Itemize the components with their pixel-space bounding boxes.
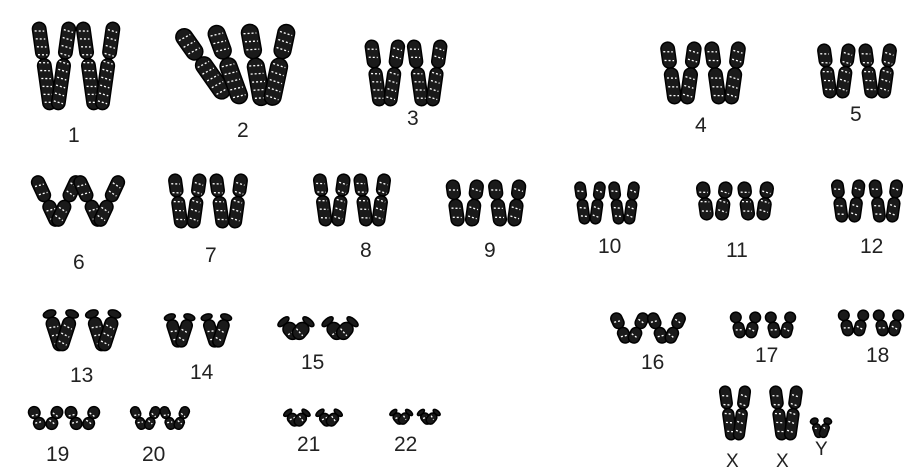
chromosome-pair-22-glyph bbox=[385, 408, 445, 428]
sex-chromosome-x-1-glyph bbox=[718, 384, 752, 442]
chromosome-pair-22 bbox=[385, 408, 445, 428]
chromosome-pair-11 bbox=[690, 180, 780, 222]
chromosome-label-9: 9 bbox=[484, 240, 496, 261]
chromosome-pair-15 bbox=[270, 316, 366, 344]
chromosome-label-1: 1 bbox=[68, 125, 80, 146]
chromosome-pair-21-glyph bbox=[278, 408, 348, 430]
chromosome-label-17: 17 bbox=[755, 345, 778, 366]
chromosome-pair-11-glyph bbox=[690, 180, 780, 222]
chromosome-pair-10 bbox=[570, 180, 644, 226]
chromosome-label-5: 5 bbox=[850, 104, 862, 125]
chromosome-pair-18 bbox=[833, 308, 909, 338]
chromosome-label-18: 18 bbox=[866, 345, 889, 366]
chromosome-pair-3-glyph bbox=[360, 38, 452, 108]
chromosome-pair-14 bbox=[158, 312, 238, 350]
chromosome-label-2: 2 bbox=[237, 120, 249, 141]
chromosome-label-15: 15 bbox=[301, 352, 324, 373]
chromosome-pair-18-glyph bbox=[833, 308, 909, 338]
chromosome-pair-1 bbox=[28, 20, 124, 112]
chromosome-pair-13 bbox=[36, 308, 128, 354]
chromosome-pair-4-glyph bbox=[655, 40, 751, 106]
chromosome-pair-13-glyph bbox=[36, 308, 128, 354]
sex-chromosome-label-x-1: X bbox=[726, 452, 739, 471]
chromosome-pair-5-glyph bbox=[812, 42, 902, 100]
chromosome-label-6: 6 bbox=[73, 252, 85, 273]
chromosome-pair-16-glyph bbox=[608, 310, 688, 346]
chromosome-label-14: 14 bbox=[190, 362, 213, 383]
chromosome-pair-7 bbox=[163, 172, 253, 230]
sex-chromosome-label-y: Y bbox=[815, 440, 828, 459]
chromosome-label-10: 10 bbox=[598, 236, 621, 257]
chromosome-pair-19 bbox=[24, 404, 104, 432]
chromosome-pair-12-glyph bbox=[826, 178, 908, 224]
chromosome-pair-5 bbox=[812, 42, 902, 100]
chromosome-pair-6-glyph bbox=[32, 172, 124, 230]
chromosome-pair-10-glyph bbox=[570, 180, 644, 226]
sex-chromosome-x-1 bbox=[718, 384, 752, 442]
chromosome-pair-9 bbox=[440, 178, 532, 228]
chromosome-label-16: 16 bbox=[641, 352, 664, 373]
chromosome-label-7: 7 bbox=[205, 245, 217, 266]
chromosome-pair-12 bbox=[826, 178, 908, 224]
chromosome-pair-14-glyph bbox=[158, 312, 238, 350]
chromosome-pair-7-glyph bbox=[163, 172, 253, 230]
chromosome-pair-17 bbox=[725, 310, 801, 340]
chromosome-label-3: 3 bbox=[407, 108, 419, 129]
chromosome-pair-2-glyph bbox=[180, 22, 300, 108]
chromosome-pair-1-glyph bbox=[28, 20, 124, 112]
chromosome-pair-2 bbox=[180, 22, 300, 108]
chromosome-pair-4 bbox=[655, 40, 751, 106]
chromosome-pair-20 bbox=[128, 404, 192, 432]
chromosome-label-13: 13 bbox=[70, 365, 93, 386]
chromosome-label-12: 12 bbox=[860, 236, 883, 257]
sex-chromosome-label-x-2: X bbox=[776, 452, 789, 471]
sex-chromosome-y-glyph bbox=[808, 416, 834, 440]
chromosome-pair-15-glyph bbox=[270, 316, 366, 344]
chromosome-pair-21 bbox=[278, 408, 348, 430]
chromosome-label-20: 20 bbox=[142, 444, 165, 465]
chromosome-pair-6 bbox=[32, 172, 124, 230]
chromosome-label-4: 4 bbox=[695, 115, 707, 136]
chromosome-pair-8 bbox=[308, 172, 396, 228]
chromosome-label-22: 22 bbox=[394, 434, 417, 455]
chromosome-pair-3 bbox=[360, 38, 452, 108]
sex-chromosome-y bbox=[808, 416, 834, 440]
chromosome-label-8: 8 bbox=[360, 240, 372, 261]
chromosome-pair-17-glyph bbox=[725, 310, 801, 340]
chromosome-pair-19-glyph bbox=[24, 404, 104, 432]
chromosome-label-11: 11 bbox=[726, 240, 748, 261]
chromosome-label-21: 21 bbox=[297, 434, 320, 455]
sex-chromosome-x-2-glyph bbox=[768, 384, 804, 442]
chromosome-pair-20-glyph bbox=[128, 404, 192, 432]
chromosome-pair-8-glyph bbox=[308, 172, 396, 228]
sex-chromosome-x-2 bbox=[768, 384, 804, 442]
chromosome-label-19: 19 bbox=[46, 444, 69, 465]
chromosome-pair-16 bbox=[608, 310, 688, 346]
chromosome-pair-9-glyph bbox=[440, 178, 532, 228]
